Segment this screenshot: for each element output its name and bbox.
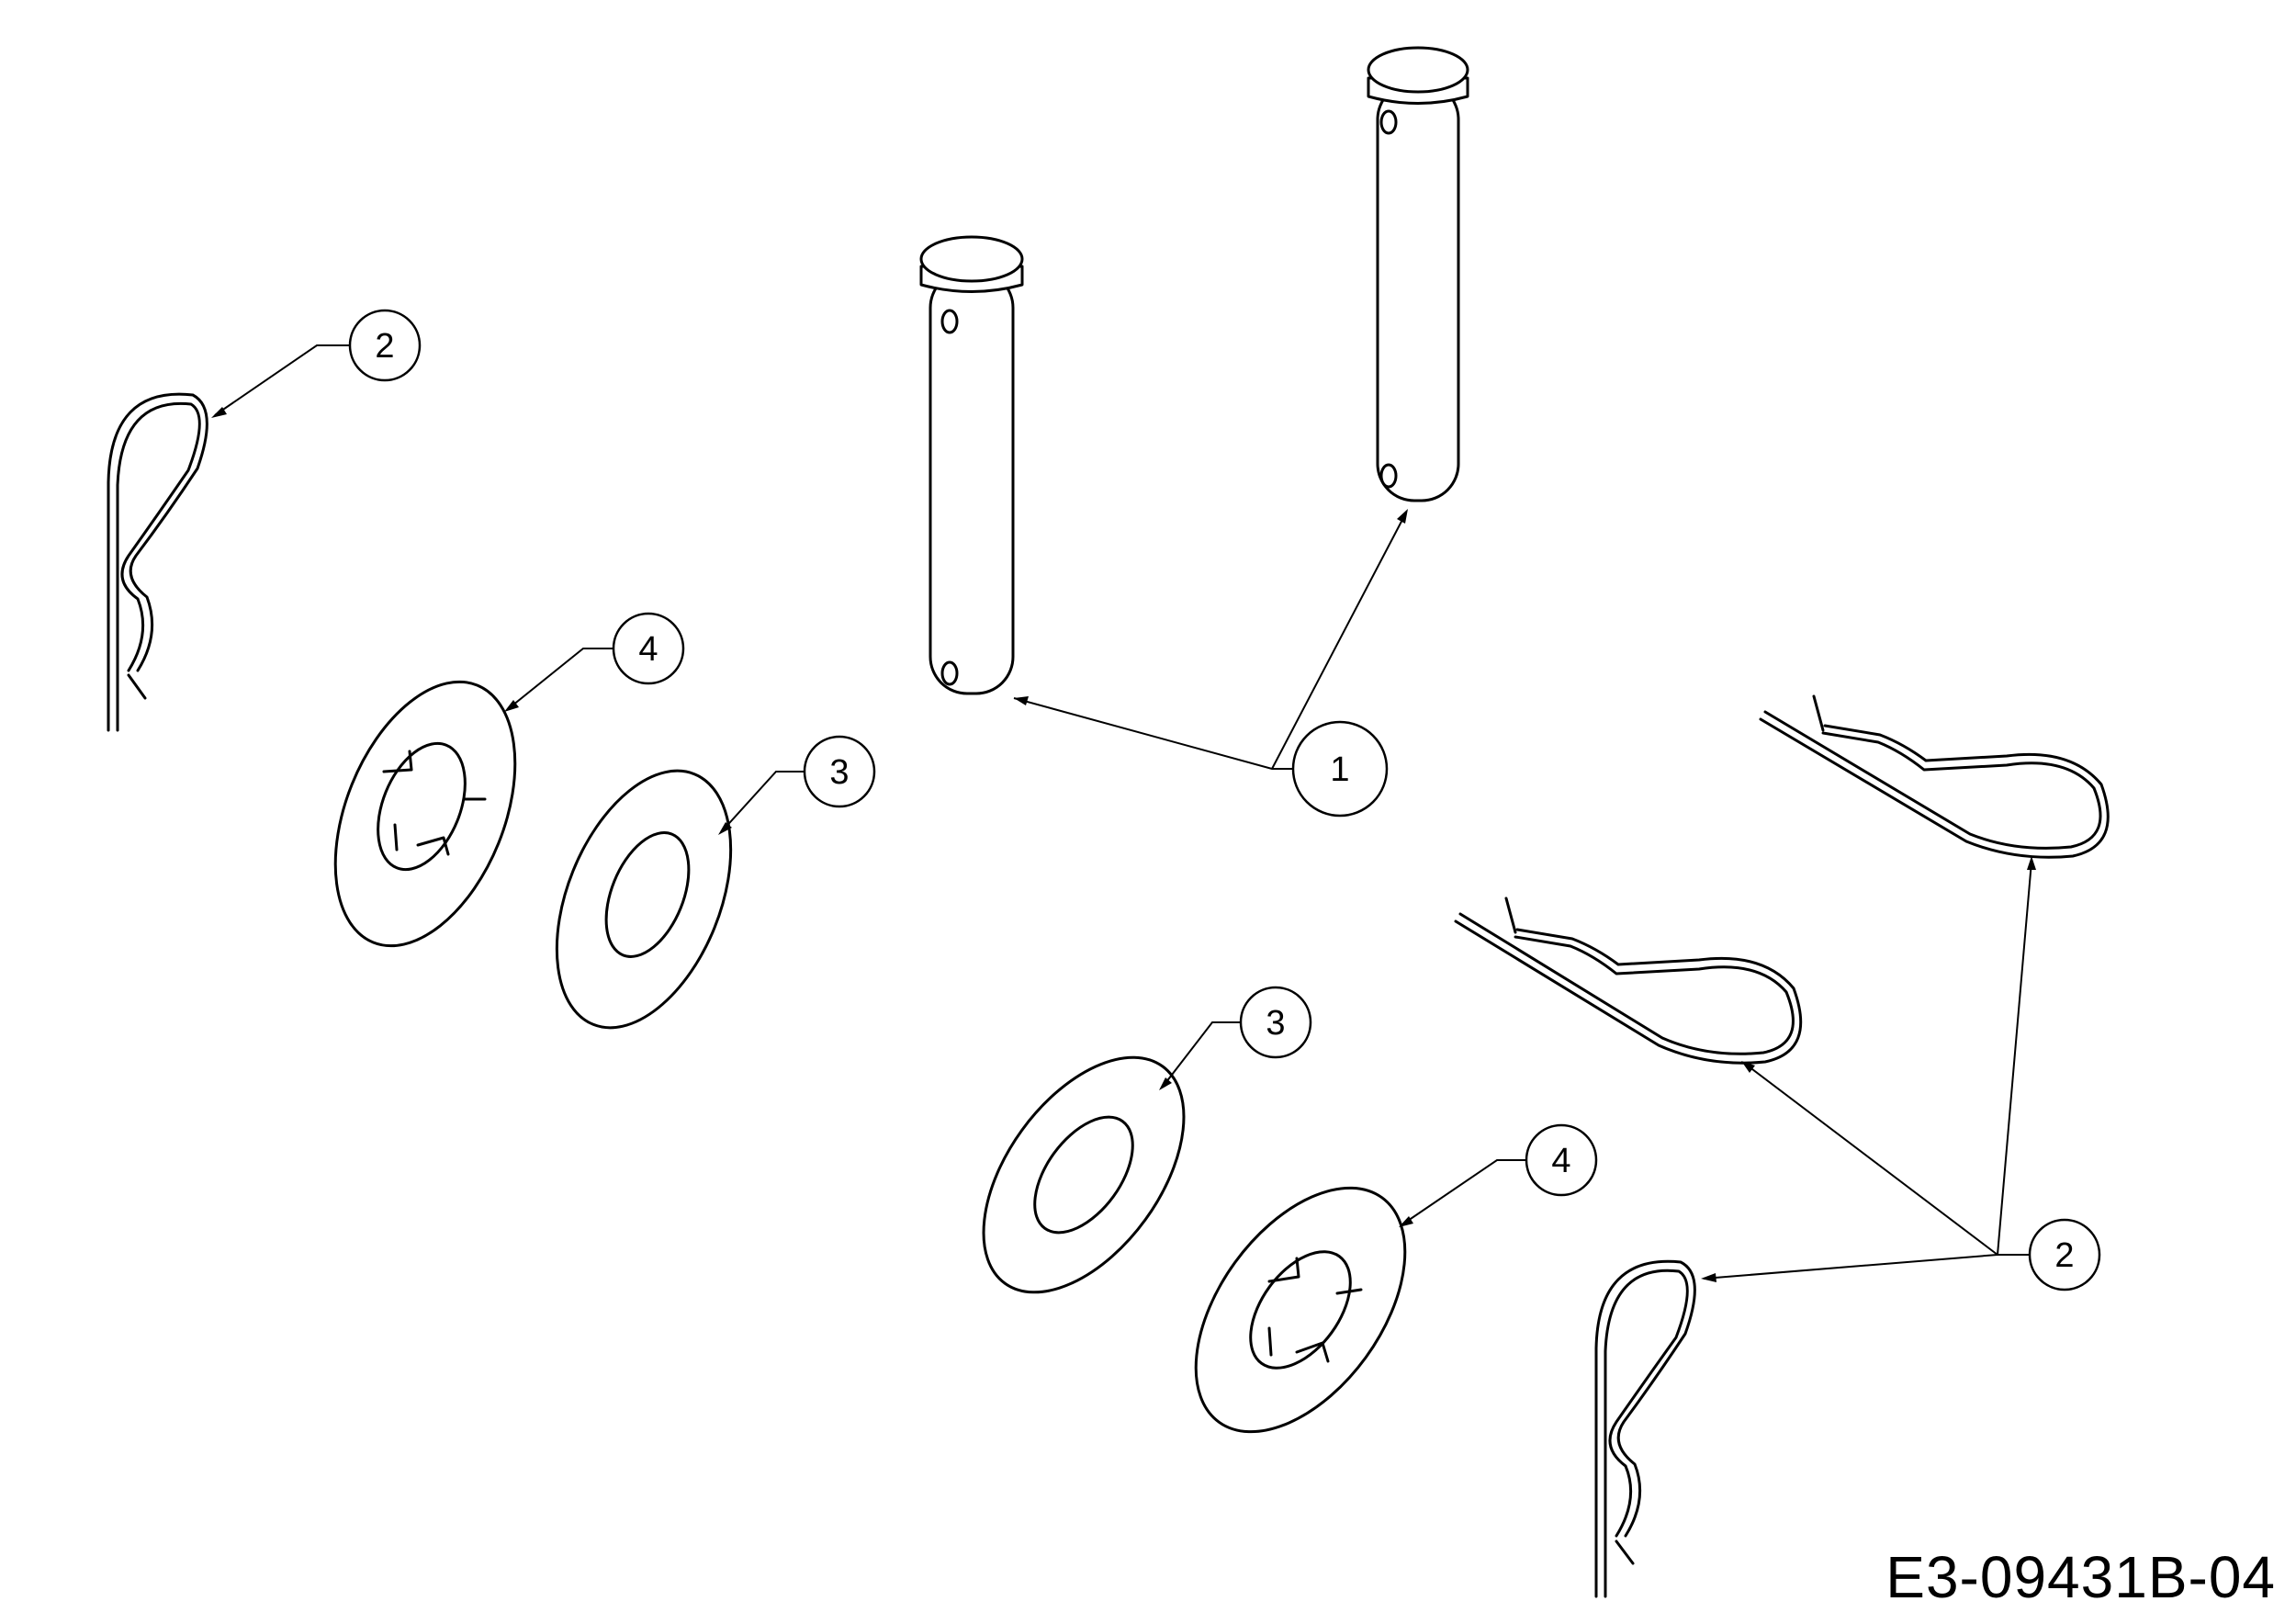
push-nut-retainer-center (1194, 1186, 1407, 1434)
svg-text:3: 3 (829, 753, 849, 792)
hair-pin-clip-center-right (1454, 897, 1803, 1065)
push-nut-retainer-left (333, 680, 517, 948)
hair-pin-clip-top-left (107, 392, 208, 732)
hair-pin-clip-top-right (1759, 694, 2110, 859)
svg-text:4: 4 (1551, 1142, 1570, 1180)
svg-text:2: 2 (375, 327, 394, 366)
callout-3-left: 3 (803, 735, 876, 808)
svg-text:4: 4 (638, 630, 658, 669)
hair-pin-clip-bottom-center (1594, 1259, 1696, 1598)
clevis-pin-left (919, 235, 1024, 695)
flat-washer-left (555, 769, 733, 1030)
svg-text:1: 1 (1330, 750, 1349, 789)
callout-3-center: 3 (1239, 986, 1312, 1059)
callout-4-left: 4 (612, 612, 685, 685)
leader-lines (211, 344, 2036, 1282)
svg-text:2: 2 (2054, 1236, 2074, 1275)
clevis-pin-right (1367, 46, 1469, 502)
callout-2-bottom-right: 2 (2028, 1218, 2101, 1291)
svg-text:3: 3 (1266, 1004, 1285, 1043)
flat-washer-center (982, 1055, 1186, 1294)
callout-4-center: 4 (1525, 1123, 1598, 1197)
callout-2-top-left: 2 (348, 309, 422, 382)
callout-1: 1 (1291, 720, 1389, 818)
drawing-number: E3-09431B-04 (1885, 1544, 2276, 1610)
